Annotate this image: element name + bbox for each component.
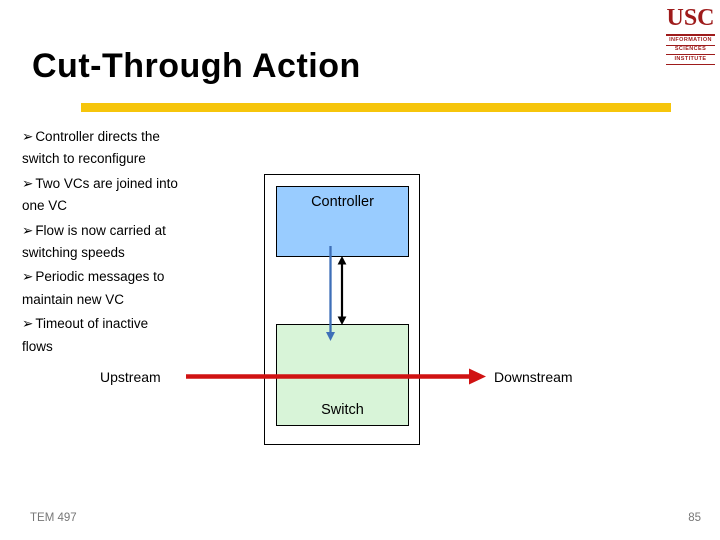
- bullet-arrow-icon: ➢: [22, 269, 34, 285]
- node-enclosure-rect: [264, 174, 420, 445]
- bullet-text: Timeout of inactive flows: [22, 316, 149, 354]
- usc-logo-name: USC: [666, 3, 715, 36]
- upstream-label: Upstream: [100, 369, 161, 385]
- usc-logo-line-institute: INSTITUTE: [666, 55, 715, 65]
- downstream-label: Downstream: [494, 369, 573, 385]
- bullet-item: ➢Flow is now carried at switching speeds: [22, 220, 247, 265]
- bullet-item: ➢Periodic messages to maintain new VC: [22, 266, 247, 311]
- controller-label: Controller: [311, 194, 374, 210]
- bullet-text: Two VCs are joined into one VC: [22, 175, 178, 214]
- bullet-item: ➢Timeout of inactive flows: [22, 313, 247, 358]
- page-title: Cut-Through Action: [32, 47, 361, 85]
- bullet-arrow-icon: ➢: [22, 316, 34, 332]
- usc-logo-line-information: INFORMATION: [666, 36, 715, 46]
- usc-logo: USC INFORMATION SCIENCES INSTITUTE: [666, 3, 715, 65]
- bullet-item: ➢Controller directs the switch to reconf…: [22, 126, 247, 171]
- usc-logo-line-sciences: SCIENCES: [666, 46, 715, 55]
- bullet-text: Flow is now carried at switching speeds: [22, 222, 166, 261]
- bullet-list: ➢Controller directs the switch to reconf…: [22, 126, 247, 360]
- switch-box: Switch: [276, 324, 409, 426]
- page-number: 85: [688, 512, 701, 524]
- bullet-arrow-icon: ➢: [22, 129, 34, 144]
- controller-box: Controller: [276, 186, 409, 257]
- bullet-item: ➢Two VCs are joined into one VC: [22, 173, 247, 218]
- switch-label: Switch: [321, 402, 364, 418]
- bullet-arrow-icon: ➢: [22, 175, 34, 191]
- title-underline-bar: [81, 103, 671, 112]
- bullet-arrow-icon: ➢: [22, 222, 34, 238]
- footer-course-label: TEM 497: [30, 512, 77, 524]
- bullet-text: Controller directs the switch to reconfi…: [22, 129, 160, 167]
- bullet-text: Periodic messages to maintain new VC: [22, 269, 165, 307]
